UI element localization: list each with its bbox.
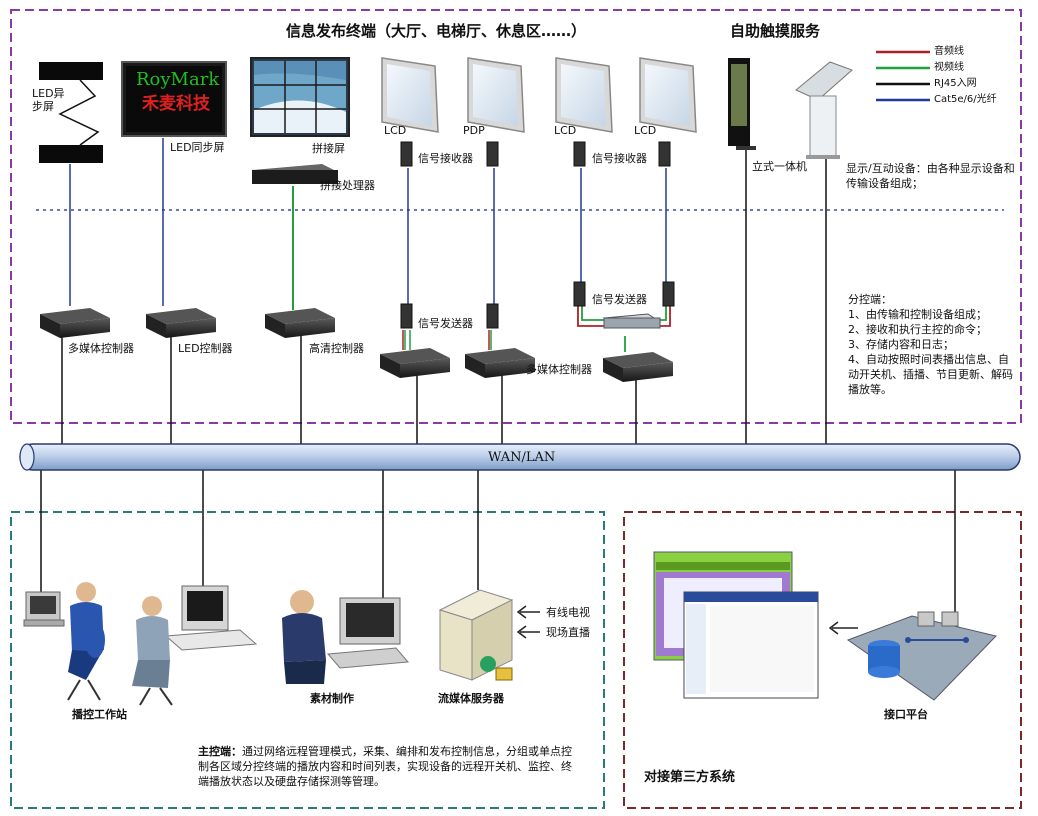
kiosk-label: 立式一体机 bbox=[752, 160, 807, 173]
multimedia-controller-1-label: 多媒体控制器 bbox=[68, 342, 134, 355]
led-controller-label: LED控制器 bbox=[178, 342, 233, 355]
av-lines-switch-green bbox=[581, 306, 667, 352]
legend-cat-label: Cat5e/6/光纤 bbox=[934, 94, 997, 105]
signal-receiver-1 bbox=[400, 141, 413, 167]
av-lines-sender1 bbox=[404, 330, 411, 350]
workstation-operator-1 bbox=[23, 582, 105, 701]
sub-control-item-2: 2、接收和执行主控的命令； bbox=[848, 323, 987, 336]
streaming-server-label: 流媒体服务器 bbox=[438, 692, 504, 705]
receiver-2-label: 信号接收器 bbox=[592, 152, 647, 165]
signal-receiver-3 bbox=[573, 141, 586, 167]
display-devices-text: 由各种显示设备和传输设备组成； bbox=[846, 162, 1015, 190]
led-sync-label: LED同步屏 bbox=[170, 141, 225, 154]
signal-sender-4 bbox=[662, 281, 675, 307]
lcd-monitor-2 bbox=[555, 57, 613, 133]
signal-receiver-4 bbox=[658, 141, 671, 167]
interface-platform bbox=[846, 611, 997, 701]
pdp-monitor bbox=[467, 57, 525, 133]
cable-tv-label: 有线电视 bbox=[546, 606, 590, 619]
signal-sender-3 bbox=[573, 281, 586, 307]
third-party-screen-front bbox=[683, 591, 819, 699]
workstation-label: 播控工作站 bbox=[72, 708, 127, 721]
splice-screen bbox=[250, 57, 350, 137]
display-devices-heading: 显示/互动设备： bbox=[846, 162, 927, 175]
sub-control-heading: 分控端： bbox=[848, 293, 892, 306]
multimedia-controller-1 bbox=[40, 308, 110, 338]
led-async-screen bbox=[39, 62, 103, 163]
av-switch bbox=[602, 313, 662, 329]
hd-controller-label: 高清控制器 bbox=[309, 342, 364, 355]
interface-arrow bbox=[828, 621, 858, 635]
lcd-1-label: LCD bbox=[384, 124, 407, 137]
live-arrow bbox=[516, 625, 540, 639]
kiosk-standing bbox=[728, 58, 756, 150]
material-label: 素材制作 bbox=[310, 692, 354, 705]
terminals-title: 信息发布终端（大厅、电梯厅、休息区……） bbox=[286, 22, 587, 40]
receiver-1-label: 信号接收器 bbox=[418, 152, 473, 165]
sub-control-item-1: 1、由传输和控制设备组成； bbox=[848, 308, 987, 321]
sub-control-note: 分控端： 1、由传输和控制设备组成； 2、接收和执行主控的命令； 3、存储内容和… bbox=[848, 292, 1018, 397]
signal-receiver-2 bbox=[486, 141, 499, 167]
sender-2-label: 信号发送器 bbox=[592, 293, 647, 306]
pdp-label: PDP bbox=[463, 124, 485, 137]
legend-audio-label: 音频线 bbox=[934, 46, 964, 57]
led-brand-en: RoyMark bbox=[136, 69, 220, 90]
cable-tv-arrow bbox=[516, 605, 540, 619]
display-devices-note: 显示/互动设备：由各种显示设备和传输设备组成； bbox=[846, 161, 1016, 191]
main-control-note: 主控端：通过网络远程管理模式，采集、编排和发布控制信息，分组或单点控制各区域分控… bbox=[198, 744, 580, 789]
interface-platform-label: 接口平台 bbox=[884, 708, 928, 721]
wan-lan-bus bbox=[19, 443, 1021, 471]
lcd-2-label: LCD bbox=[554, 124, 577, 137]
main-control-heading: 主控端： bbox=[198, 745, 242, 758]
main-control-text: 通过网络远程管理模式，采集、编排和发布控制信息，分组或单点控制各区域分控终端的播… bbox=[198, 745, 572, 788]
workstation-operator-2 bbox=[132, 585, 258, 706]
live-label: 现场直播 bbox=[546, 626, 590, 639]
signal-sender-1 bbox=[400, 303, 413, 329]
multimedia-controller-2b bbox=[465, 348, 535, 378]
region-third-party-border bbox=[623, 511, 1022, 809]
signal-sender-2 bbox=[486, 303, 499, 329]
sub-control-item-3: 3、存储内容和日志； bbox=[848, 338, 954, 351]
legend-rj45-label: RJ45入网 bbox=[934, 78, 977, 89]
splice-processor-label: 拼接处理器 bbox=[320, 179, 375, 192]
splice-screen-label: 拼接屏 bbox=[312, 142, 345, 155]
wan-lan-label: WAN/LAN bbox=[488, 450, 556, 465]
led-brand-cn: 禾麦科技 bbox=[142, 94, 210, 114]
third-party-title: 对接第三方系统 bbox=[644, 770, 736, 785]
splice-processor bbox=[252, 164, 338, 184]
led-sync-screen bbox=[121, 61, 227, 137]
lcd-3-label: LCD bbox=[634, 124, 657, 137]
region-main-control-border bbox=[10, 511, 605, 809]
multimedia-controller-2c bbox=[603, 352, 673, 382]
region-top-border bbox=[10, 9, 1022, 424]
touch-service-title: 自助触摸服务 bbox=[730, 22, 821, 40]
sub-control-item-4: 4、自动按照时间表播出信息、自动开关机、插播、节目更新、解码播放等。 bbox=[848, 353, 1013, 396]
touch-terminal bbox=[795, 61, 853, 159]
sender-1-label: 信号发送器 bbox=[418, 317, 473, 330]
led-async-label: LED异 步屏 bbox=[32, 87, 65, 113]
lcd-monitor-3 bbox=[639, 57, 697, 133]
legend-video-label: 视频线 bbox=[934, 62, 964, 73]
multimedia-controller-2a bbox=[380, 348, 450, 378]
lcd-monitor-1 bbox=[381, 57, 439, 133]
streaming-server bbox=[438, 589, 514, 681]
material-production-workstation bbox=[282, 590, 410, 684]
hd-controller bbox=[265, 308, 335, 338]
led-controller bbox=[146, 308, 216, 338]
multimedia-controller-2-label: 多媒体控制器 bbox=[526, 363, 592, 376]
